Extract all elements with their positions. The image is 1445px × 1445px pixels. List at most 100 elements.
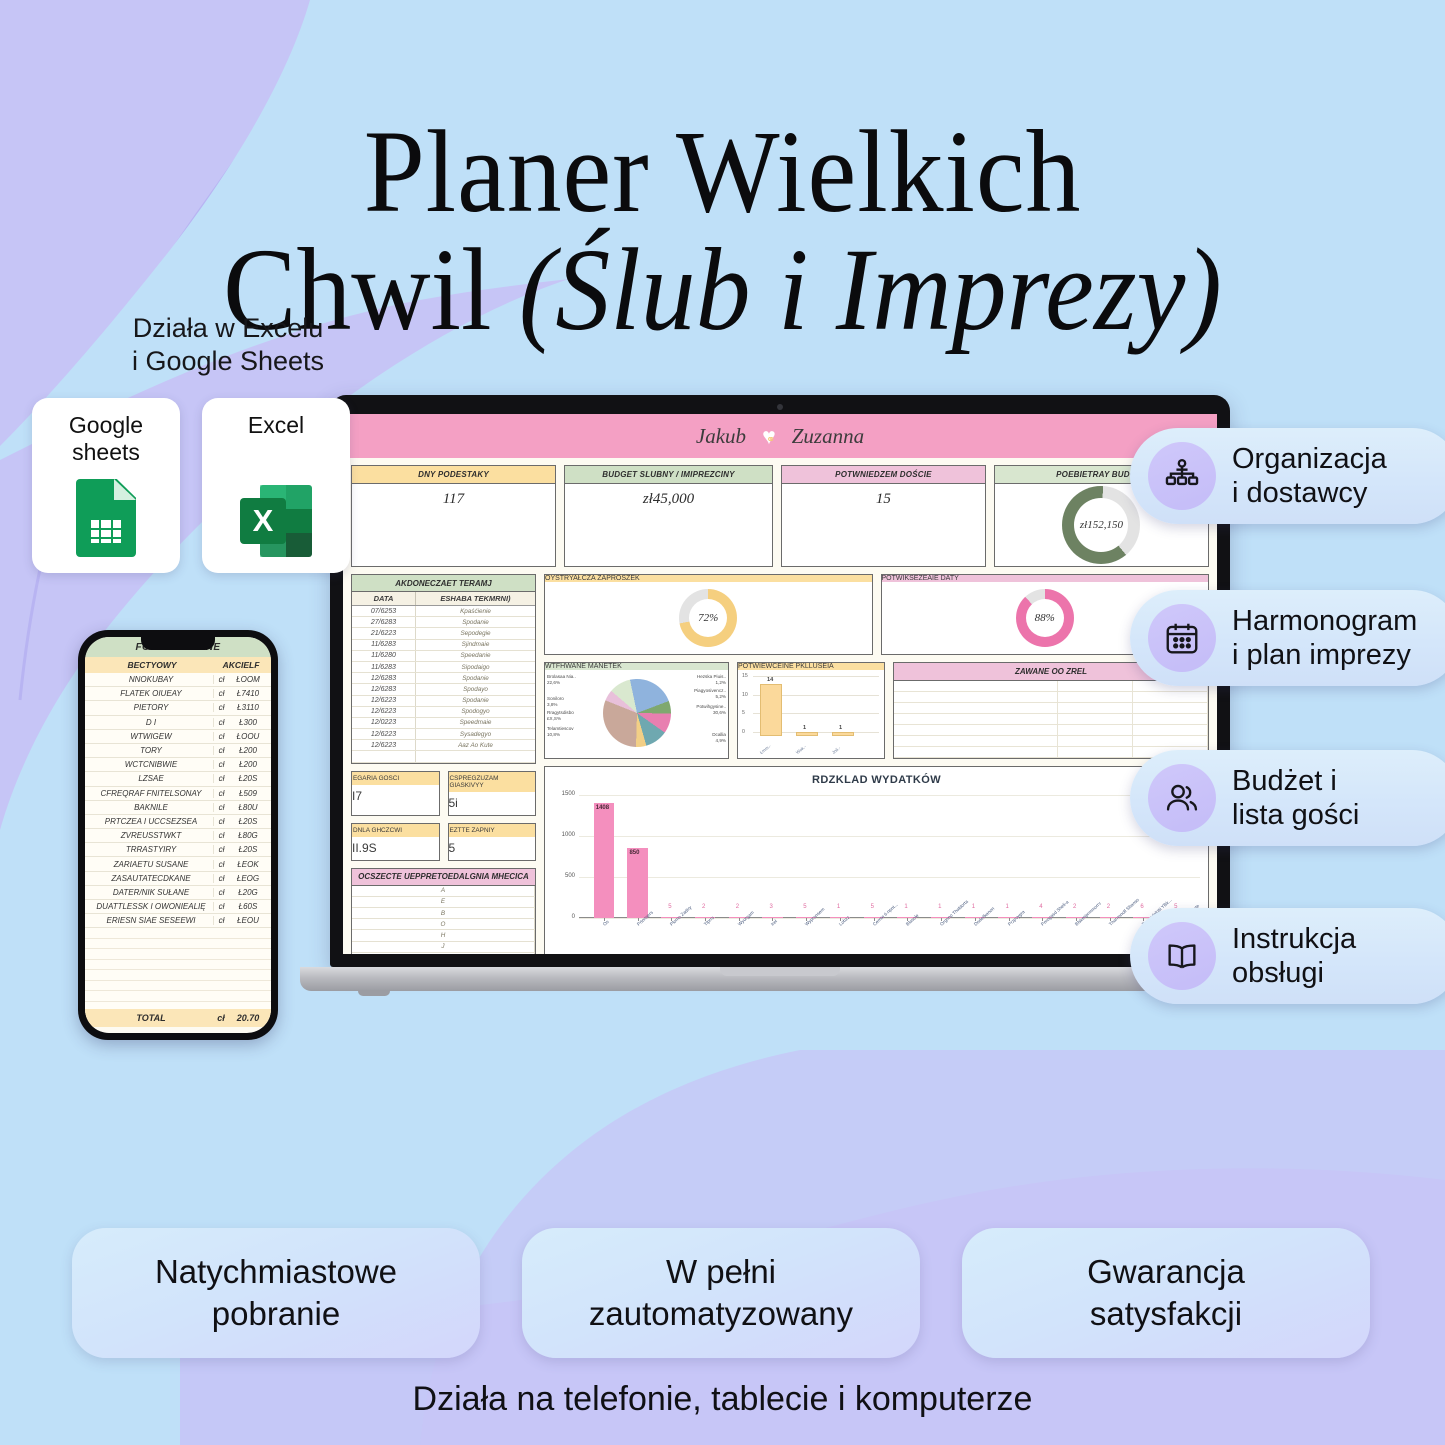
bar xyxy=(694,916,716,918)
axis-tick xyxy=(1008,918,1010,921)
donut-value: 72% xyxy=(698,612,719,624)
bar-value-label: 1 xyxy=(971,904,976,910)
schedule-table[interactable]: AKDONECZAET TERAMJ DATA ESHABA TEKMRNI) … xyxy=(351,574,536,764)
kpi-card[interactable]: DNY PODESTAKY 117 xyxy=(351,465,556,567)
axis-tick xyxy=(1143,918,1145,921)
pie-title: WTFHWANE MANETEK xyxy=(545,663,728,670)
table-row: B xyxy=(352,908,535,920)
axis-tick xyxy=(1075,918,1077,921)
phone-table-row xyxy=(85,991,271,1002)
webcam-icon xyxy=(777,404,783,410)
big-donut: zł152,150 xyxy=(995,484,1208,566)
bar xyxy=(829,916,851,918)
axis-tick xyxy=(1042,918,1044,921)
charts-row: WTFHWANE MANETEK Brolasaa Nia..22,6%Soni… xyxy=(544,662,1209,759)
table-row xyxy=(894,703,1208,714)
bar-value-label: 2 xyxy=(702,904,706,910)
axis-tick xyxy=(637,918,639,921)
small-kpi[interactable]: EZTTE ZAPNIY 5 xyxy=(447,822,536,861)
table-row xyxy=(352,751,535,763)
table-row: H xyxy=(352,930,535,942)
axis-tick xyxy=(671,918,673,921)
excel-card[interactable]: Excel X xyxy=(202,398,350,573)
table-body xyxy=(894,681,1208,758)
org-chart-icon xyxy=(1148,442,1216,510)
bar-value-label: 1 xyxy=(836,904,841,910)
axis-tick xyxy=(705,918,707,921)
chart-title: RDZKLAD WYDATKÓW xyxy=(811,774,941,786)
excel-x-glyph: X xyxy=(240,498,286,544)
table-row: O xyxy=(352,919,535,931)
table-row: E xyxy=(352,896,535,908)
bar xyxy=(930,916,952,918)
gridline xyxy=(579,795,1200,796)
axis-category-label: Tharnnnoll Sbanso xyxy=(1107,897,1140,927)
axis-tick-label: 500 xyxy=(564,873,575,879)
dashboard-grid: DNY PODESTAKY 117 BUDGET SLUBNY / IMIPRE… xyxy=(343,458,1217,954)
big-donut-value: zł152,150 xyxy=(1079,519,1123,531)
donut-title: POTWIKSEZEAIE DATY xyxy=(881,575,1208,582)
bar xyxy=(796,732,818,736)
bar-value-label: 5 xyxy=(870,904,874,910)
small-kpi-value: II.9S xyxy=(352,840,377,855)
excel-icon: X xyxy=(240,485,312,557)
kpi-card[interactable]: BUDGET SLUBNY / IMIPREZCINY zł45,000 xyxy=(563,465,773,567)
phone-table-header: BECTYOWY AKCIELF xyxy=(85,657,271,673)
phone-mockup: FOSEUNWMANE BECTYOWY AKCIELF NNOKUBAYcłŁ… xyxy=(78,630,278,1040)
table-title: OCSZECTE UEPPRETOEDALGNIA MHECICA xyxy=(352,868,535,886)
table-title: ZAWANE OO ZREL xyxy=(894,663,1208,681)
laptop-screen: Jakub ♥⚭ Zuzanna DNY PODESTAKY 117 BUDGE… xyxy=(343,414,1217,954)
gridline xyxy=(753,713,879,715)
bar-value-label: 2 xyxy=(735,904,740,910)
kpi-value: 117 xyxy=(442,491,465,507)
small-kpi-value: 5i xyxy=(448,795,458,810)
table-row xyxy=(894,714,1208,725)
kpi-value: 15 xyxy=(875,491,891,507)
axis-tick xyxy=(806,918,808,921)
axis-tick-label: 0 xyxy=(571,914,575,920)
kpi-row: DNY PODESTAKY 117 BUDGET SLUBNY / IMIPRE… xyxy=(351,465,1209,567)
axis-tick xyxy=(907,918,909,921)
dashboard-header: Jakub ♥⚭ Zuzanna xyxy=(343,414,1217,458)
google-sheets-card[interactable]: Google sheets xyxy=(32,398,180,573)
pie-chart-card[interactable]: WTFHWANE MANETEK Brolasaa Nia..22,6%Soni… xyxy=(544,662,729,759)
small-kpi[interactable]: EGARIA GOSCI I7 xyxy=(351,770,440,816)
laptop-base xyxy=(300,967,1260,996)
donut-card[interactable]: OYSTRYAŁCZA ZAPROSZEK 72% xyxy=(544,574,873,655)
small-kpi[interactable]: DNLA GHCZCWI II.9S xyxy=(351,822,440,861)
small-kpi[interactable]: CSPREGZUZAM GIASKIVYY 5i xyxy=(447,770,536,816)
axis-category-label: Os xyxy=(601,919,610,927)
bar-value-label: 6 xyxy=(1140,904,1144,910)
axis-tick xyxy=(772,918,774,921)
pie-slices xyxy=(602,679,671,747)
mini-bar-title: POTWIEWCEINE PKLLUSEIA xyxy=(738,663,884,670)
small-kpi-title: CSPREGZUZAM GIASKIVYY xyxy=(448,771,535,792)
kpi-card[interactable]: POTWNIEDZEM DOŚCIE 15 xyxy=(780,465,986,567)
